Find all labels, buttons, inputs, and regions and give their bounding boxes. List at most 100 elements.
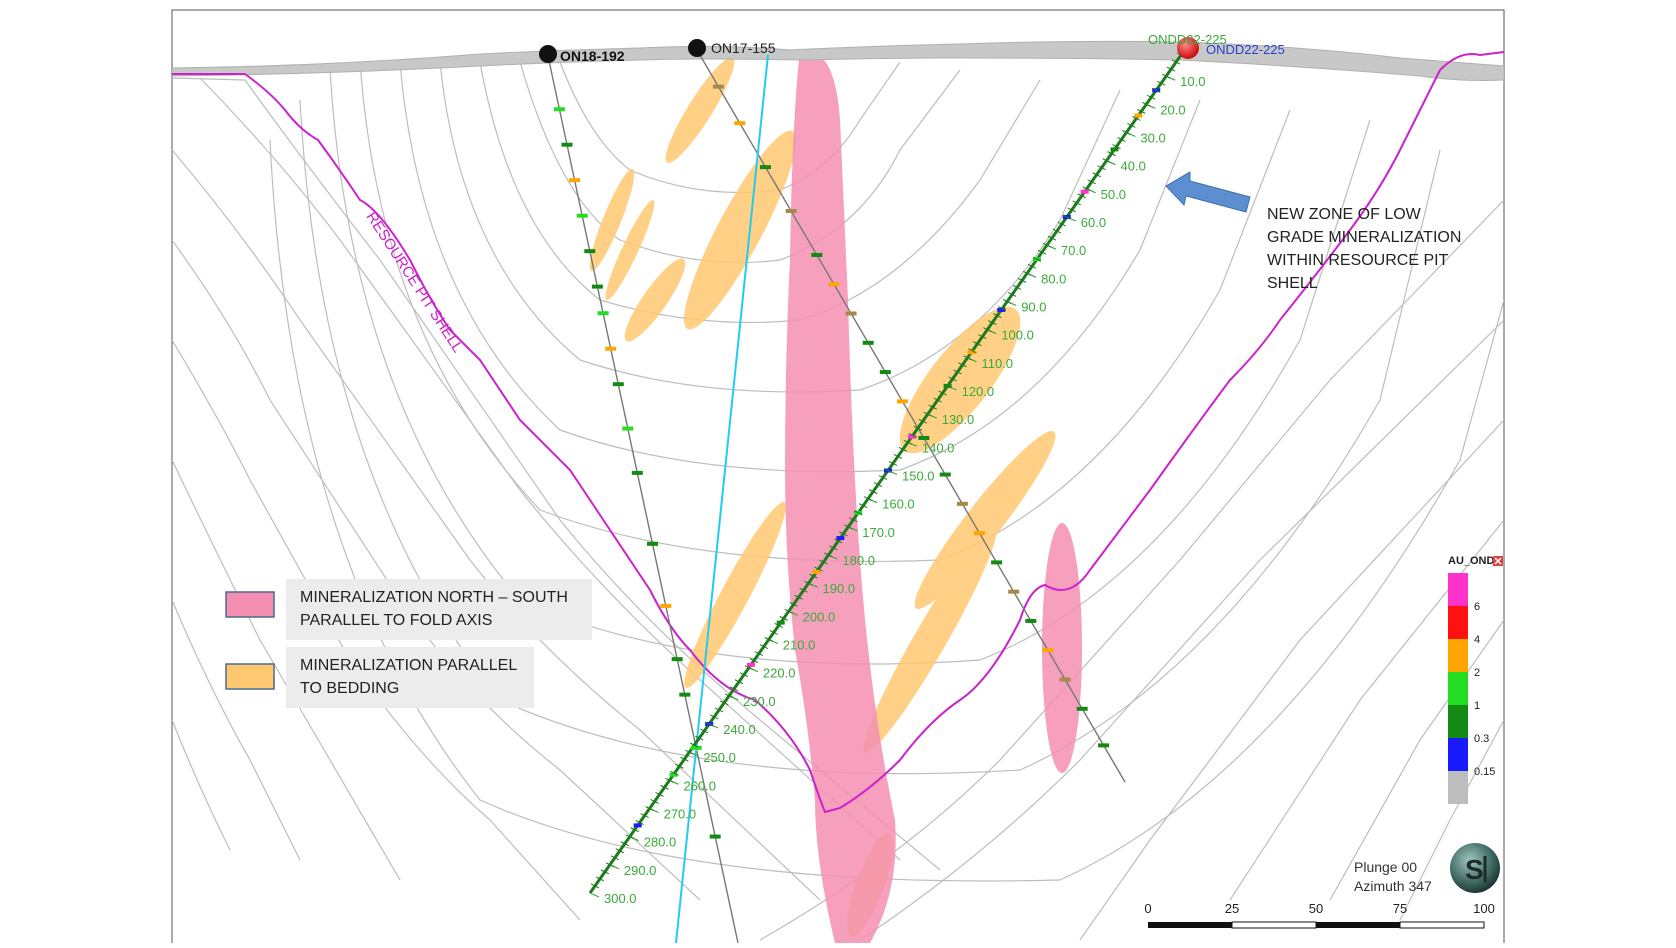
depth-label: 30.0 (1140, 131, 1165, 146)
contour-line (1079, 419, 1504, 941)
assay-marker (622, 426, 634, 431)
grade-swatch (1448, 606, 1468, 639)
assay-marker (671, 657, 683, 662)
assay-marker (712, 84, 724, 89)
hole-label-on17-155: ON17-155 (711, 40, 776, 56)
legend-orange-label-box (286, 647, 534, 708)
scale-tick-75: 75 (1393, 901, 1407, 916)
hole-ticks (1092, 172, 1101, 178)
hole-ticks (615, 848, 625, 854)
resource-pit-shell (172, 51, 1504, 814)
hole-ticks (993, 313, 1002, 319)
hole-ticks (958, 362, 967, 368)
assay-marker (576, 213, 588, 218)
assay-marker (746, 662, 755, 667)
hole-ticks (754, 651, 764, 657)
collar-on18-192 (539, 45, 557, 63)
hole-ticks (1047, 235, 1057, 241)
assay-marker (734, 121, 746, 126)
grade-label: 4 (1474, 634, 1480, 646)
hole-ticks (868, 489, 878, 495)
hole-ticks (685, 749, 694, 755)
assay-marker (597, 311, 609, 316)
legend-orange-line2: TO BEDDING (300, 680, 399, 697)
hole-ticks (675, 763, 684, 769)
depth-label: 100.0 (1001, 328, 1034, 343)
hole-ticks (938, 390, 947, 396)
hole-ticks (933, 397, 942, 403)
hole-ticks (774, 622, 783, 628)
hole-ticks (1002, 299, 1012, 304)
hole-ticks (1042, 242, 1052, 248)
assay-marker (1098, 743, 1110, 748)
assay-marker (907, 434, 916, 439)
hole-ticks (764, 637, 774, 642)
hole-ticks (903, 439, 913, 445)
orange-lens (914, 431, 1056, 609)
assay-marker (553, 107, 565, 112)
hole-ticks (883, 468, 893, 473)
hole-ticks (1027, 263, 1037, 269)
hole-ticks (1161, 73, 1171, 79)
hole-ticks (660, 784, 669, 790)
hole-ticks (849, 517, 858, 523)
hole-ticks (600, 869, 610, 875)
assay-marker (1042, 648, 1054, 653)
depth-label: 10.0 (1180, 74, 1205, 89)
depth-label: 130.0 (942, 412, 975, 427)
hole-ticks (1137, 108, 1146, 114)
hole-ticks (839, 531, 848, 537)
grade-label: 0.3 (1474, 733, 1489, 745)
grade-label: 0.15 (1474, 766, 1495, 778)
hole-ticks (948, 376, 957, 382)
plunge-readout: Plunge 00 (1354, 859, 1417, 875)
hole-ticks (983, 327, 992, 333)
mineralization-parallel-bedding (589, 57, 1056, 937)
hole-ticks (953, 369, 962, 375)
annotation-line: GRADE MINERALIZATION (1267, 229, 1461, 246)
legend-pink-line2: PARALLEL TO FOLD AXIS (300, 612, 492, 629)
orange-lens (899, 306, 1021, 454)
hole-ticks (680, 756, 689, 762)
depth-label: 50.0 (1101, 187, 1126, 202)
hole-ticks (878, 475, 888, 480)
assay-marker (785, 209, 797, 214)
contour-line (172, 719, 231, 851)
contour-line (1399, 719, 1504, 921)
hole-ticks (829, 545, 838, 551)
grade-label: 6 (1474, 601, 1480, 613)
hole-ticks (1032, 256, 1042, 262)
assay-marker (918, 435, 930, 440)
hole-ticks (749, 658, 759, 664)
hole-ticks (1151, 87, 1161, 93)
assay-marker (1110, 147, 1119, 152)
grade-legend-close-icon[interactable] (1493, 556, 1503, 566)
hole-ticks (1017, 277, 1027, 283)
hole-ticks (1147, 94, 1156, 100)
assay-marker (660, 603, 672, 608)
depth-label: 240.0 (723, 722, 756, 737)
assay-marker (862, 340, 874, 345)
hole-ticks (650, 799, 659, 804)
hole-ticks (1102, 158, 1111, 164)
hole-ticks (968, 348, 977, 354)
pink-body (785, 49, 896, 943)
assay-marker (561, 142, 573, 147)
hole-ticks (1142, 101, 1151, 107)
topography-surface (172, 40, 1504, 81)
assay-marker (633, 823, 642, 828)
hole-ticks (620, 841, 629, 847)
depth-label: 270.0 (664, 807, 697, 822)
depth-label: 80.0 (1041, 271, 1066, 286)
hole-ticks (704, 721, 714, 727)
hole-ticks (605, 862, 615, 868)
assay-marker (997, 307, 1006, 312)
hole-ticks (1012, 284, 1022, 290)
depth-label: 40.0 (1121, 159, 1146, 174)
contour-line (199, 77, 901, 861)
hole-ticks (918, 418, 927, 424)
depth-label: 90.0 (1021, 300, 1046, 315)
